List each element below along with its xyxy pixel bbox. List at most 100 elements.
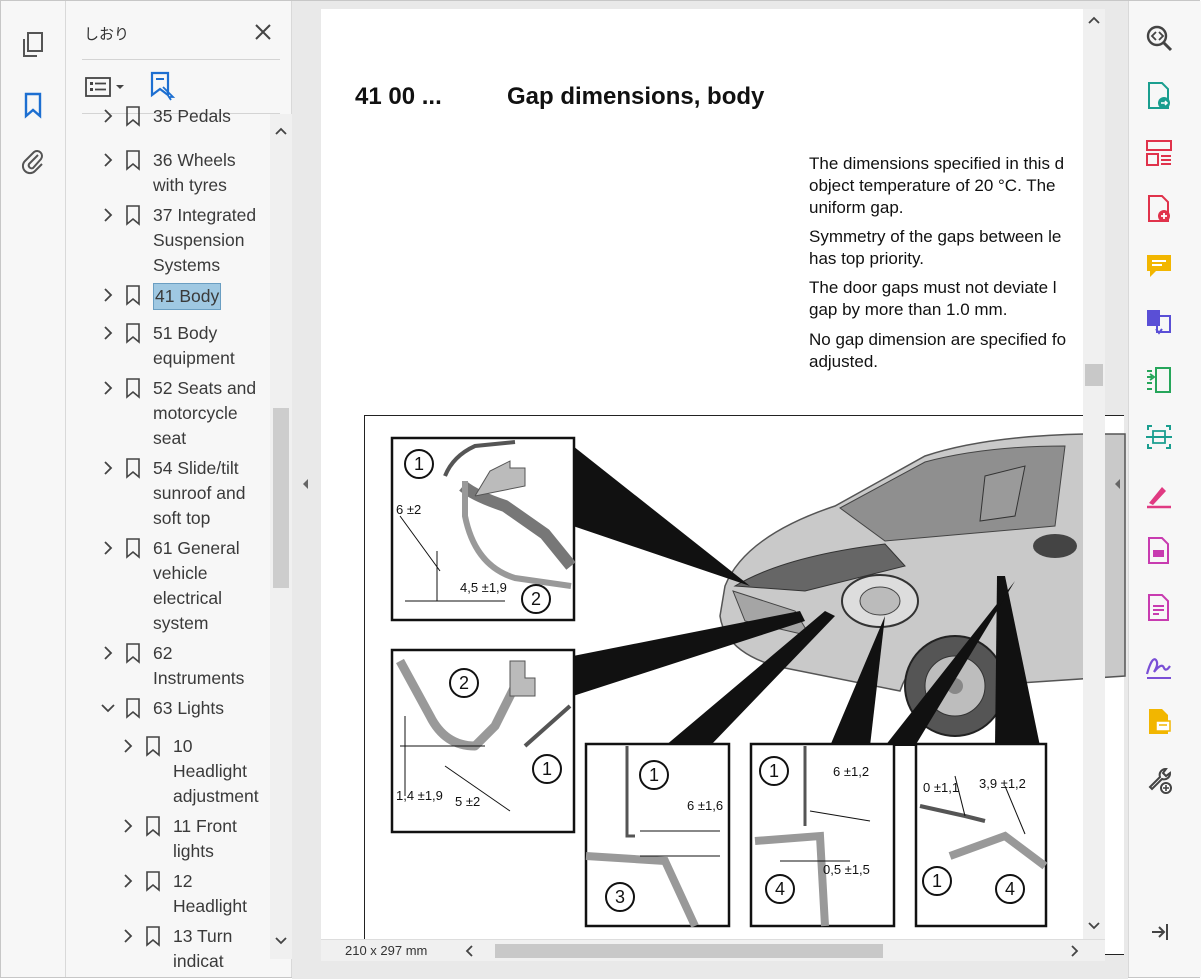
list-options-icon — [85, 77, 124, 97]
dimension-label: 6 ±2 — [396, 502, 422, 517]
detail-box-e — [914, 742, 1048, 928]
dimension-label: 1,4 ±1,9 — [396, 788, 443, 803]
bookmark-label: 41 Body — [153, 283, 222, 310]
callout: 1 — [759, 756, 789, 786]
close-icon[interactable] — [252, 21, 274, 43]
hide-tools-pane-icon[interactable] — [1144, 917, 1174, 947]
send-for-comments-icon[interactable] — [1144, 707, 1174, 737]
bookmark-label: 35 Pedals — [153, 106, 231, 126]
chevron-right-icon[interactable] — [101, 458, 115, 478]
add-bookmark-icon — [150, 71, 176, 101]
chevron-right-icon[interactable] — [101, 378, 115, 398]
page-size-label: 210 x 297 mm — [345, 943, 428, 958]
panel-title: しおり — [84, 26, 130, 43]
bookmark-label: 37 Integrated Suspension Systems — [153, 205, 257, 275]
callout: 1 — [639, 760, 669, 790]
bookmark-tree: 35 Pedals 36 Wheels with tyres 37 Integrat… — [66, 106, 270, 971]
combine-files-icon[interactable] — [1144, 307, 1174, 337]
bookmark-tree-scrollbar[interactable] — [270, 114, 292, 959]
bookmark-icon — [126, 285, 140, 306]
chevron-down-icon[interactable] — [101, 698, 115, 718]
paragraph: The door gaps must not deviate l gap by … — [809, 278, 1057, 319]
pdf-page: 41 00 ... Gap dimensions, body The dimen… — [321, 9, 1126, 955]
chevron-right-icon[interactable] — [121, 871, 135, 891]
bookmark-icon — [146, 926, 160, 947]
paragraph: Symmetry of the gaps between le has top … — [809, 227, 1062, 268]
page-title: Gap dimensions, body — [507, 83, 765, 110]
edit-pdf-icon[interactable] — [1144, 536, 1174, 566]
signature-icon[interactable] — [1144, 650, 1174, 680]
callout: 2 — [521, 584, 551, 614]
collapse-left-panel-icon[interactable] — [300, 476, 310, 492]
dimension-label: 0 ±1,1 — [923, 780, 960, 795]
chevron-right-icon[interactable] — [101, 285, 115, 305]
chevron-right-icon[interactable] — [121, 926, 135, 946]
comment-icon[interactable] — [1144, 251, 1174, 281]
chevron-right-icon[interactable] — [101, 538, 115, 558]
attachment-icon[interactable] — [15, 143, 51, 179]
fill-sign-icon[interactable] — [1144, 479, 1174, 509]
chevron-right-icon[interactable] — [101, 643, 115, 663]
zoom-tool-icon[interactable] — [1144, 23, 1174, 53]
callout: 4 — [765, 874, 795, 904]
detail-box-b — [390, 648, 576, 834]
export-pdf-icon[interactable] — [1144, 81, 1174, 111]
scroll-right-icon[interactable] — [1069, 945, 1079, 957]
redact-icon[interactable] — [1144, 593, 1174, 623]
callout: 1 — [532, 754, 562, 784]
bookmark-icon — [126, 150, 140, 171]
bookmark-icon[interactable] — [15, 87, 51, 123]
document-vertical-scrollbar[interactable] — [1083, 9, 1105, 939]
more-tools-icon[interactable] — [1144, 765, 1174, 795]
bookmark-label: 52 Seats and motorcycle seat — [153, 378, 257, 448]
scroll-down-icon[interactable] — [1088, 921, 1100, 931]
bookmark-icon — [146, 736, 160, 757]
scrollbar-thumb[interactable] — [273, 408, 289, 588]
dimension-label: 5 ±2 — [455, 794, 481, 809]
bookmark-icon — [126, 538, 140, 559]
callout: 1 — [404, 449, 434, 479]
pages-icon[interactable] — [15, 27, 51, 63]
chevron-right-icon[interactable] — [101, 106, 115, 126]
bookmark-label: 11 Front lights — [173, 816, 237, 861]
organize-pages-icon[interactable] — [1144, 138, 1174, 168]
scroll-up-icon[interactable] — [1088, 15, 1100, 25]
document-viewer: 41 00 ... Gap dimensions, body The dimen… — [292, 1, 1128, 979]
car-illustration — [719, 433, 1126, 737]
bookmarks-panel: しおり 35 Pedals 36 Wheels with tyres 37 Inte… — [66, 1, 292, 977]
callout: 1 — [922, 866, 952, 896]
dimension-label: 0,5 ±1,5 — [823, 862, 870, 877]
gap-dimensions-figure: 1 2 2 1 1 3 1 4 1 4 6 ±2 4,5 ±1,9 1,4 ±1… — [364, 415, 1126, 955]
callout: 3 — [605, 882, 635, 912]
chevron-right-icon[interactable] — [121, 816, 135, 836]
compress-pdf-icon[interactable] — [1144, 365, 1174, 395]
chevron-right-icon[interactable] — [121, 736, 135, 756]
paragraph: The dimensions specified in this d objec… — [809, 154, 1065, 217]
new-bookmark-button[interactable] — [148, 71, 176, 101]
collapse-right-panel-icon[interactable] — [1112, 476, 1122, 492]
create-pdf-icon[interactable] — [1144, 194, 1174, 224]
bookmark-icon — [126, 323, 140, 344]
bookmark-icon — [126, 698, 140, 719]
bookmark-label: 10 Headlight adjustment — [173, 736, 259, 806]
chevron-right-icon[interactable] — [101, 150, 115, 170]
scroll-down-icon[interactable] — [275, 936, 287, 946]
scroll-up-icon[interactable] — [275, 126, 287, 136]
scrollbar-thumb[interactable] — [1085, 364, 1103, 386]
chevron-right-icon[interactable] — [101, 205, 115, 225]
bookmark-label: 61 General vehicle electrical system — [153, 538, 240, 633]
heading-number: 41 00 ... — [355, 83, 442, 110]
bookmark-label: 36 Wheels with tyres — [153, 150, 236, 195]
horizontal-scrollbar-thumb[interactable] — [495, 944, 883, 958]
bookmark-label: 51 Body equipment — [153, 323, 235, 368]
scroll-left-icon[interactable] — [465, 945, 475, 957]
chevron-right-icon[interactable] — [101, 323, 115, 343]
bookmark-label: 54 Slide/tilt sunroof and soft top — [153, 458, 246, 528]
bookmark-icon — [126, 378, 140, 399]
callout: 2 — [449, 668, 479, 698]
scan-ocr-icon[interactable] — [1144, 422, 1174, 452]
bookmark-icon — [126, 643, 140, 664]
bookmark-options-button[interactable] — [84, 73, 128, 101]
dimension-label: 6 ±1,6 — [687, 798, 724, 813]
